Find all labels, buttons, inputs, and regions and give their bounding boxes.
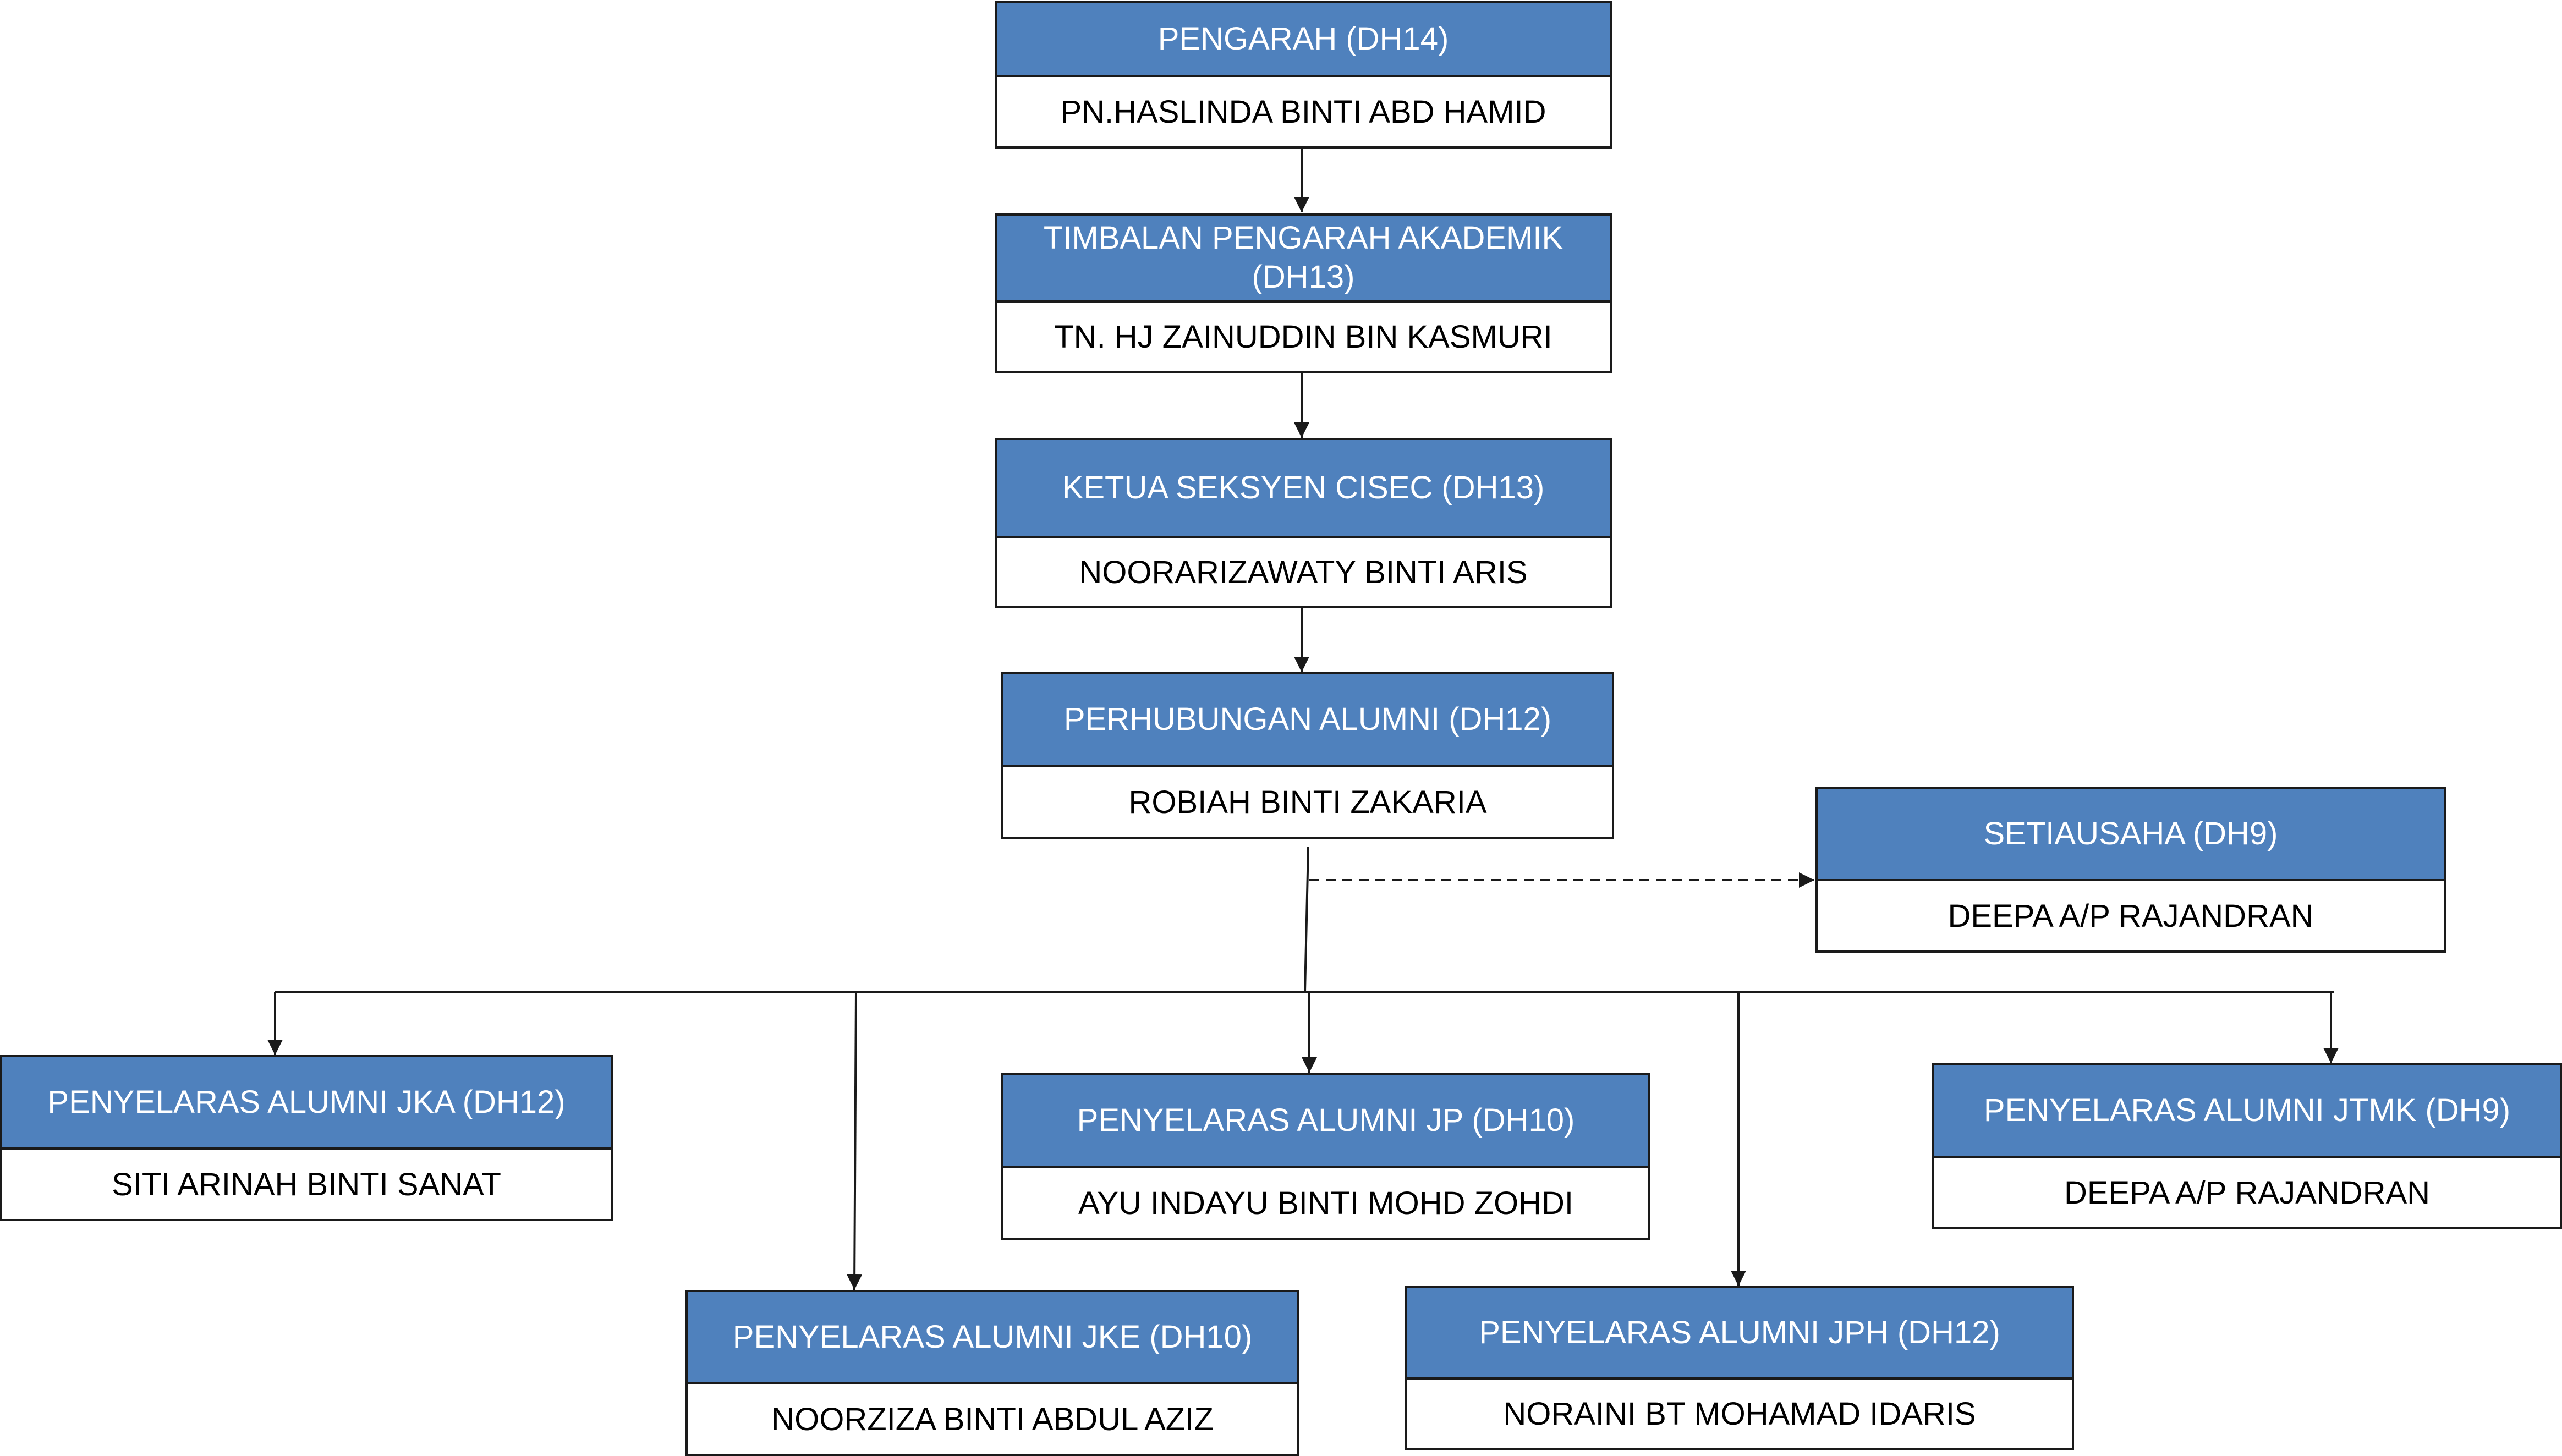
node-person-name: AYU INDAYU BINTI MOHD ZOHDI	[1078, 1185, 1574, 1221]
node-penyelaras-jph: PENYELARAS ALUMNI JPH (DH12) NORAINI BT …	[1405, 1286, 2074, 1450]
node-setiausaha: SETIAUSAHA (DH9) DEEPA A/P RAJANDRAN	[1815, 787, 2446, 953]
node-person-name: NOORZIZA BINTI ABDUL AZIZ	[771, 1401, 1214, 1437]
node-title: PENYELARAS ALUMNI JP (DH10)	[1003, 1075, 1648, 1168]
connector-perhubungan-trunk	[1304, 847, 1309, 992]
node-title: PENGARAH (DH14)	[997, 3, 1610, 77]
node-person-name: PN.HASLINDA BINTI ABD HAMID	[1060, 94, 1546, 130]
node-perhubungan-alumni: PERHUBUNGAN ALUMNI (DH12) ROBIAH BINTI Z…	[1001, 672, 1614, 839]
node-title: PENYELARAS ALUMNI JKE (DH10)	[688, 1292, 1297, 1384]
node-penyelaras-jke: PENYELARAS ALUMNI JKE (DH10) NOORZIZA BI…	[685, 1290, 1299, 1456]
node-title: SETIAUSAHA (DH9)	[1818, 789, 2444, 881]
node-penyelaras-jp: PENYELARAS ALUMNI JP (DH10) AYU INDAYU B…	[1001, 1073, 1650, 1240]
node-person-name: NORAINI BT MOHAMAD IDARIS	[1503, 1395, 1976, 1432]
node-person-name: DEEPA A/P RAJANDRAN	[1947, 898, 2314, 934]
node-penyelaras-jtmk: PENYELARAS ALUMNI JTMK (DH9) DEEPA A/P R…	[1932, 1063, 2562, 1229]
node-ketua-seksyen: KETUA SEKSYEN CISEC (DH13) NOORARIZAWATY…	[995, 438, 1612, 608]
node-person-name: NOORARIZAWATY BINTI ARIS	[1079, 554, 1528, 590]
node-penyelaras-jka: PENYELARAS ALUMNI JKA (DH12) SITI ARINAH…	[0, 1055, 613, 1221]
node-title: PENYELARAS ALUMNI JPH (DH12)	[1407, 1288, 2072, 1380]
node-title: TIMBALAN PENGARAH AKADEMIK (DH13)	[997, 216, 1610, 303]
node-timbalan: TIMBALAN PENGARAH AKADEMIK (DH13) TN. HJ…	[995, 213, 1612, 373]
node-person-name: ROBIAH BINTI ZAKARIA	[1128, 784, 1487, 820]
connector-bus-jke	[847, 991, 863, 1290]
node-title: PENYELARAS ALUMNI JKA (DH12)	[2, 1057, 611, 1150]
node-person-name: DEEPA A/P RAJANDRAN	[2064, 1174, 2431, 1211]
node-title: PERHUBUNGAN ALUMNI (DH12)	[1003, 674, 1612, 767]
node-pengarah: PENGARAH (DH14) PN.HASLINDA BINTI ABD HA…	[995, 1, 1612, 149]
node-person-name: TN. HJ ZAINUDDIN BIN KASMURI	[1054, 318, 1552, 355]
node-title: KETUA SEKSYEN CISEC (DH13)	[997, 440, 1610, 538]
node-title: PENYELARAS ALUMNI JTMK (DH9)	[1934, 1065, 2560, 1158]
node-person-name: SITI ARINAH BINTI SANAT	[112, 1166, 501, 1202]
